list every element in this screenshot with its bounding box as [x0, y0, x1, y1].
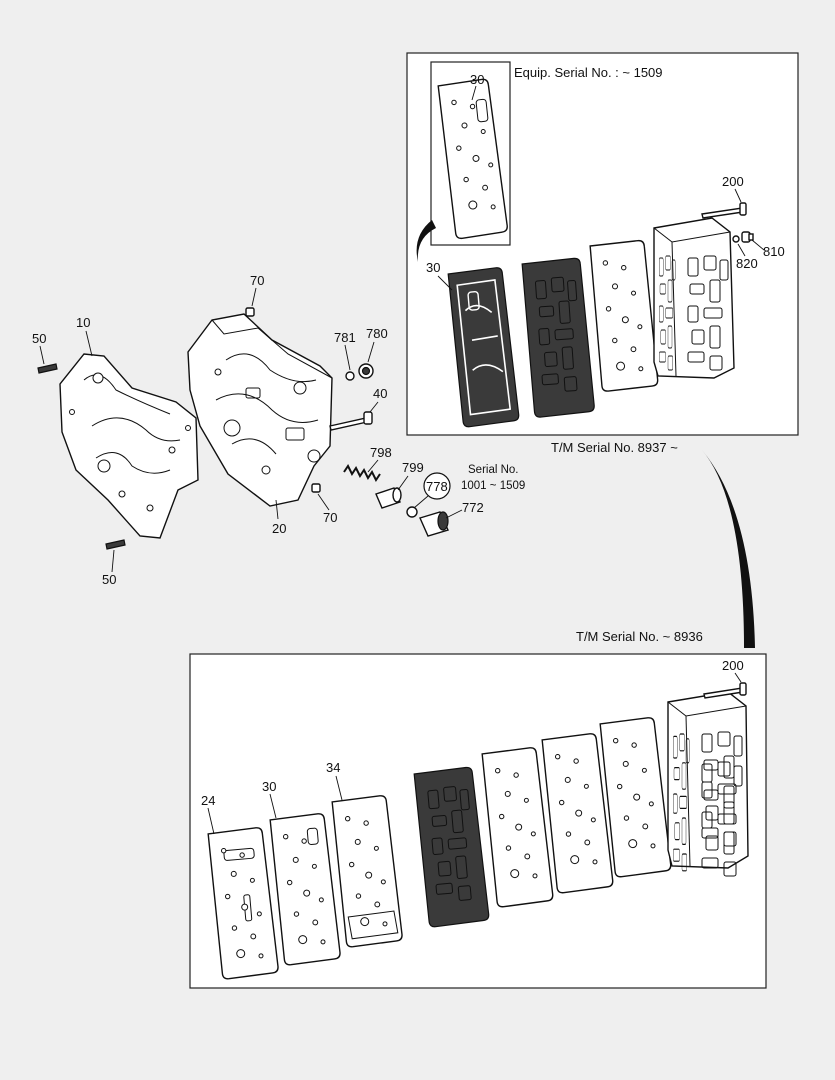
spring-798	[343, 464, 381, 482]
plug-810	[741, 231, 754, 243]
label-24: 24	[201, 793, 215, 808]
valve-body-plate-lower	[413, 766, 490, 928]
label-799: 799	[402, 460, 424, 475]
label-serial-no-range: 1001 ~ 1509	[461, 480, 525, 492]
bolt-200-lower	[703, 682, 747, 699]
spool-799	[375, 487, 402, 509]
label-200-upper: 200	[722, 174, 744, 189]
valve-body-plate-upper	[521, 257, 595, 418]
stud-50-upper	[37, 363, 58, 374]
transition-arrow-small	[416, 220, 436, 262]
separator-plate-upper	[589, 239, 659, 392]
label-tm-serial-new: T/M Serial No. 8937 ~	[551, 440, 678, 455]
stud-50-lower	[105, 539, 126, 550]
separator-plate-30	[447, 267, 520, 428]
o-ring-781	[345, 371, 355, 381]
label-10: 10	[76, 315, 90, 330]
o-ring-778	[406, 506, 418, 518]
bolt-70-upper	[245, 307, 255, 317]
valve-body-upper	[653, 217, 735, 379]
gasket-10	[59, 353, 199, 539]
callout-circle-778	[423, 472, 451, 500]
label-34: 34	[326, 760, 340, 775]
label-50-upper: 50	[32, 331, 46, 346]
label-40: 40	[373, 386, 387, 401]
washer-820	[732, 235, 740, 243]
plate-34	[331, 795, 403, 948]
label-200-lower: 200	[722, 658, 744, 673]
gasket-plate-24	[207, 827, 279, 980]
label-equip-serial: Equip. Serial No. : ~ 1509	[514, 65, 663, 80]
bolt-200-upper	[701, 202, 747, 219]
label-30-lower: 30	[262, 779, 276, 794]
separator-plate-30-inset	[437, 78, 508, 240]
label-tm-serial-old: T/M Serial No. ~ 8936	[576, 629, 703, 644]
label-50-lower: 50	[102, 572, 116, 587]
valve-body-lower	[667, 691, 749, 877]
label-772: 772	[462, 500, 484, 515]
separator-plate-lower-a	[481, 747, 554, 908]
label-30-upper: 30	[426, 260, 440, 275]
separator-plate-lower-b	[541, 733, 614, 894]
label-810: 810	[763, 244, 785, 259]
plug-780	[358, 363, 374, 379]
transition-arrow-large	[702, 450, 755, 648]
label-781: 781	[334, 330, 356, 345]
bolt-70-lower	[311, 483, 321, 493]
label-30-inset: 30	[470, 72, 484, 87]
label-778: 778	[426, 479, 448, 494]
plug-772	[419, 511, 449, 537]
label-70-lower: 70	[323, 510, 337, 525]
label-780: 780	[366, 326, 388, 341]
label-798: 798	[370, 445, 392, 460]
label-20: 20	[272, 521, 286, 536]
housing-20	[187, 313, 333, 507]
separator-plate-30-lower	[269, 813, 341, 966]
label-70-upper: 70	[250, 273, 264, 288]
bolt-40	[329, 411, 373, 431]
label-serial-no-title: Serial No.	[468, 464, 519, 476]
separator-plate-lower-c	[599, 717, 672, 878]
label-820: 820	[736, 256, 758, 271]
